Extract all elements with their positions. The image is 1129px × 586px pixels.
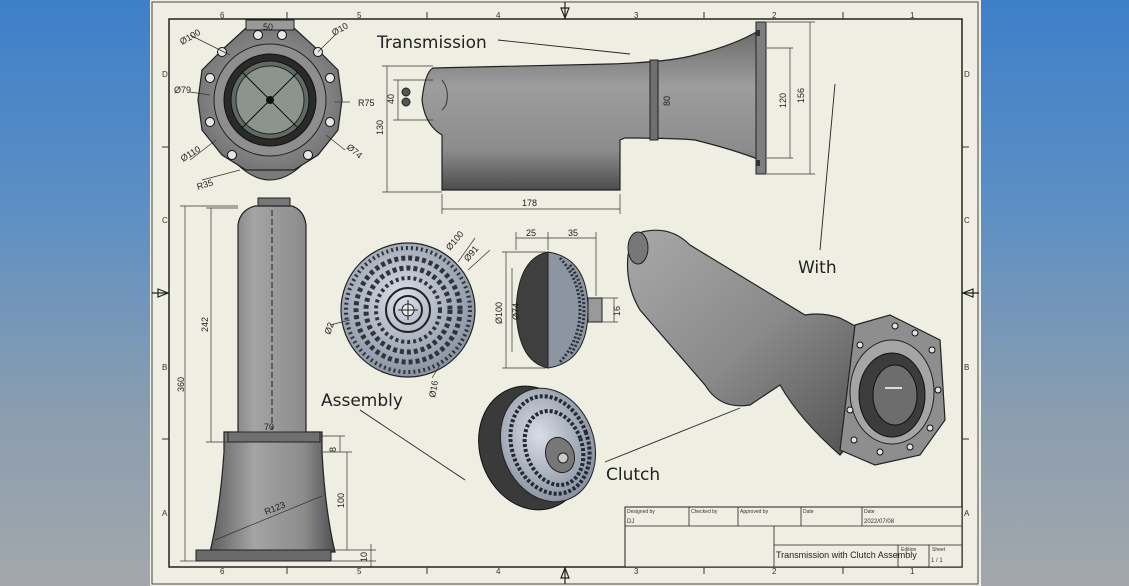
zone-col-3: 3 (634, 11, 639, 20)
vertical-view-dims (180, 205, 376, 567)
dim-100-vertical: 100 (336, 493, 346, 508)
dim-10-vertical: 10 (359, 552, 369, 562)
zone-row-d: D (162, 70, 168, 79)
zone-row-a: A (162, 509, 168, 518)
zone-row-b-right: B (964, 363, 969, 372)
tb-date2-label: Date (864, 509, 875, 515)
drawing-canvas: 6 5 4 3 2 1 6 5 4 3 2 1 D C B A D C B A (151, 1, 979, 585)
tb-designed-by-value: DJ (627, 519, 634, 525)
zone-col-6: 6 (220, 11, 225, 20)
clutch-front-dims (329, 237, 491, 379)
dim-dia-74-top: Ø74 (345, 142, 364, 161)
dim-8: 8 (328, 447, 338, 452)
dim-50: 50 (263, 22, 273, 32)
clutch-iso-view (478, 385, 597, 511)
tb-date-value: 2022/07/08 (864, 519, 895, 525)
callout-with: With (798, 258, 837, 278)
clutch-front-view (340, 242, 476, 378)
transmission-side-view (401, 21, 767, 191)
zone-row-c: C (162, 216, 168, 225)
callout-transmission: Transmission (376, 33, 487, 53)
dim-35: 35 (568, 228, 578, 238)
dim-dia-100-top: Ø100 (178, 27, 202, 47)
dim-178: 178 (522, 198, 537, 208)
tb-drawing-title: Transmission with Clutch Assembly (776, 550, 917, 560)
dim-120: 120 (778, 93, 788, 108)
zone-col-5-bottom: 5 (357, 567, 362, 576)
callout-leaders (359, 39, 836, 481)
zone-row-c-right: C (964, 216, 970, 225)
zone-labels: 6 5 4 3 2 1 6 5 4 3 2 1 D C B A D C B A (162, 11, 970, 576)
side-view-dims (382, 21, 815, 214)
zone-col-5: 5 (357, 11, 362, 20)
zone-row-b: B (162, 363, 167, 372)
tb-checked-by-label: Checked by (691, 509, 718, 515)
zone-col-1: 1 (910, 11, 915, 20)
sheet-frame (151, 1, 979, 585)
zone-row-a-right: A (964, 509, 970, 518)
tb-sheet-value: 1 / 1 (931, 558, 943, 564)
tb-date-label: Date (803, 509, 814, 515)
zone-col-4-bottom: 4 (496, 567, 501, 576)
tb-approved-by-label: Approved by (740, 509, 769, 515)
callout-assembly: Assembly (321, 391, 403, 411)
dim-side-dia-74: Ø74 (511, 303, 521, 320)
clutch-side-dims (502, 232, 618, 369)
zone-col-4: 4 (496, 11, 501, 20)
zone-col-6-bottom: 6 (220, 567, 225, 576)
dim-360: 360 (176, 377, 186, 392)
dim-r75: R75 (358, 98, 375, 108)
dim-242: 242 (200, 317, 210, 332)
dim-25: 25 (526, 228, 536, 238)
tb-designed-by-label: Designed by (627, 509, 655, 515)
clutch-side-view (515, 251, 603, 369)
dim-70: 70 (264, 422, 274, 432)
dim-dia-91: Ø91 (462, 244, 481, 263)
title-block: Designed by DJ Checked by Approved by Da… (624, 506, 963, 568)
dim-side-dia-100: Ø100 (494, 302, 504, 324)
flange-front-view (197, 19, 343, 181)
transmission-vertical-view (195, 197, 336, 562)
dim-side-16: 16 (612, 306, 622, 316)
dim-dia-10: Ø10 (330, 21, 350, 38)
dim-dia-79: Ø79 (174, 85, 191, 95)
zone-col-2: 2 (772, 11, 777, 20)
drawing-sheet: 6 5 4 3 2 1 6 5 4 3 2 1 D C B A D C B A (150, 0, 981, 586)
dim-r35: R35 (196, 177, 215, 192)
tb-edition-label: Edition (901, 547, 917, 553)
dim-40: 40 (386, 94, 396, 104)
tb-sheet-label: Sheet (932, 547, 946, 553)
dim-dia-100-clutch: Ø100 (444, 229, 466, 252)
callout-clutch: Clutch (606, 465, 660, 485)
dim-dia-2: Ø2 (322, 321, 336, 336)
dim-156: 156 (796, 88, 806, 103)
zone-col-3-bottom: 3 (634, 567, 639, 576)
zone-col-1-bottom: 1 (910, 567, 915, 576)
dim-dia-110: Ø110 (179, 144, 202, 164)
flange-front-dims (189, 34, 350, 181)
dim-dia-16-front: Ø16 (427, 380, 440, 398)
zone-row-d-right: D (964, 70, 970, 79)
zone-col-2-bottom: 2 (772, 567, 777, 576)
dim-130: 130 (375, 120, 385, 135)
transmission-iso-view (626, 229, 946, 466)
dim-80: 80 (662, 96, 672, 106)
